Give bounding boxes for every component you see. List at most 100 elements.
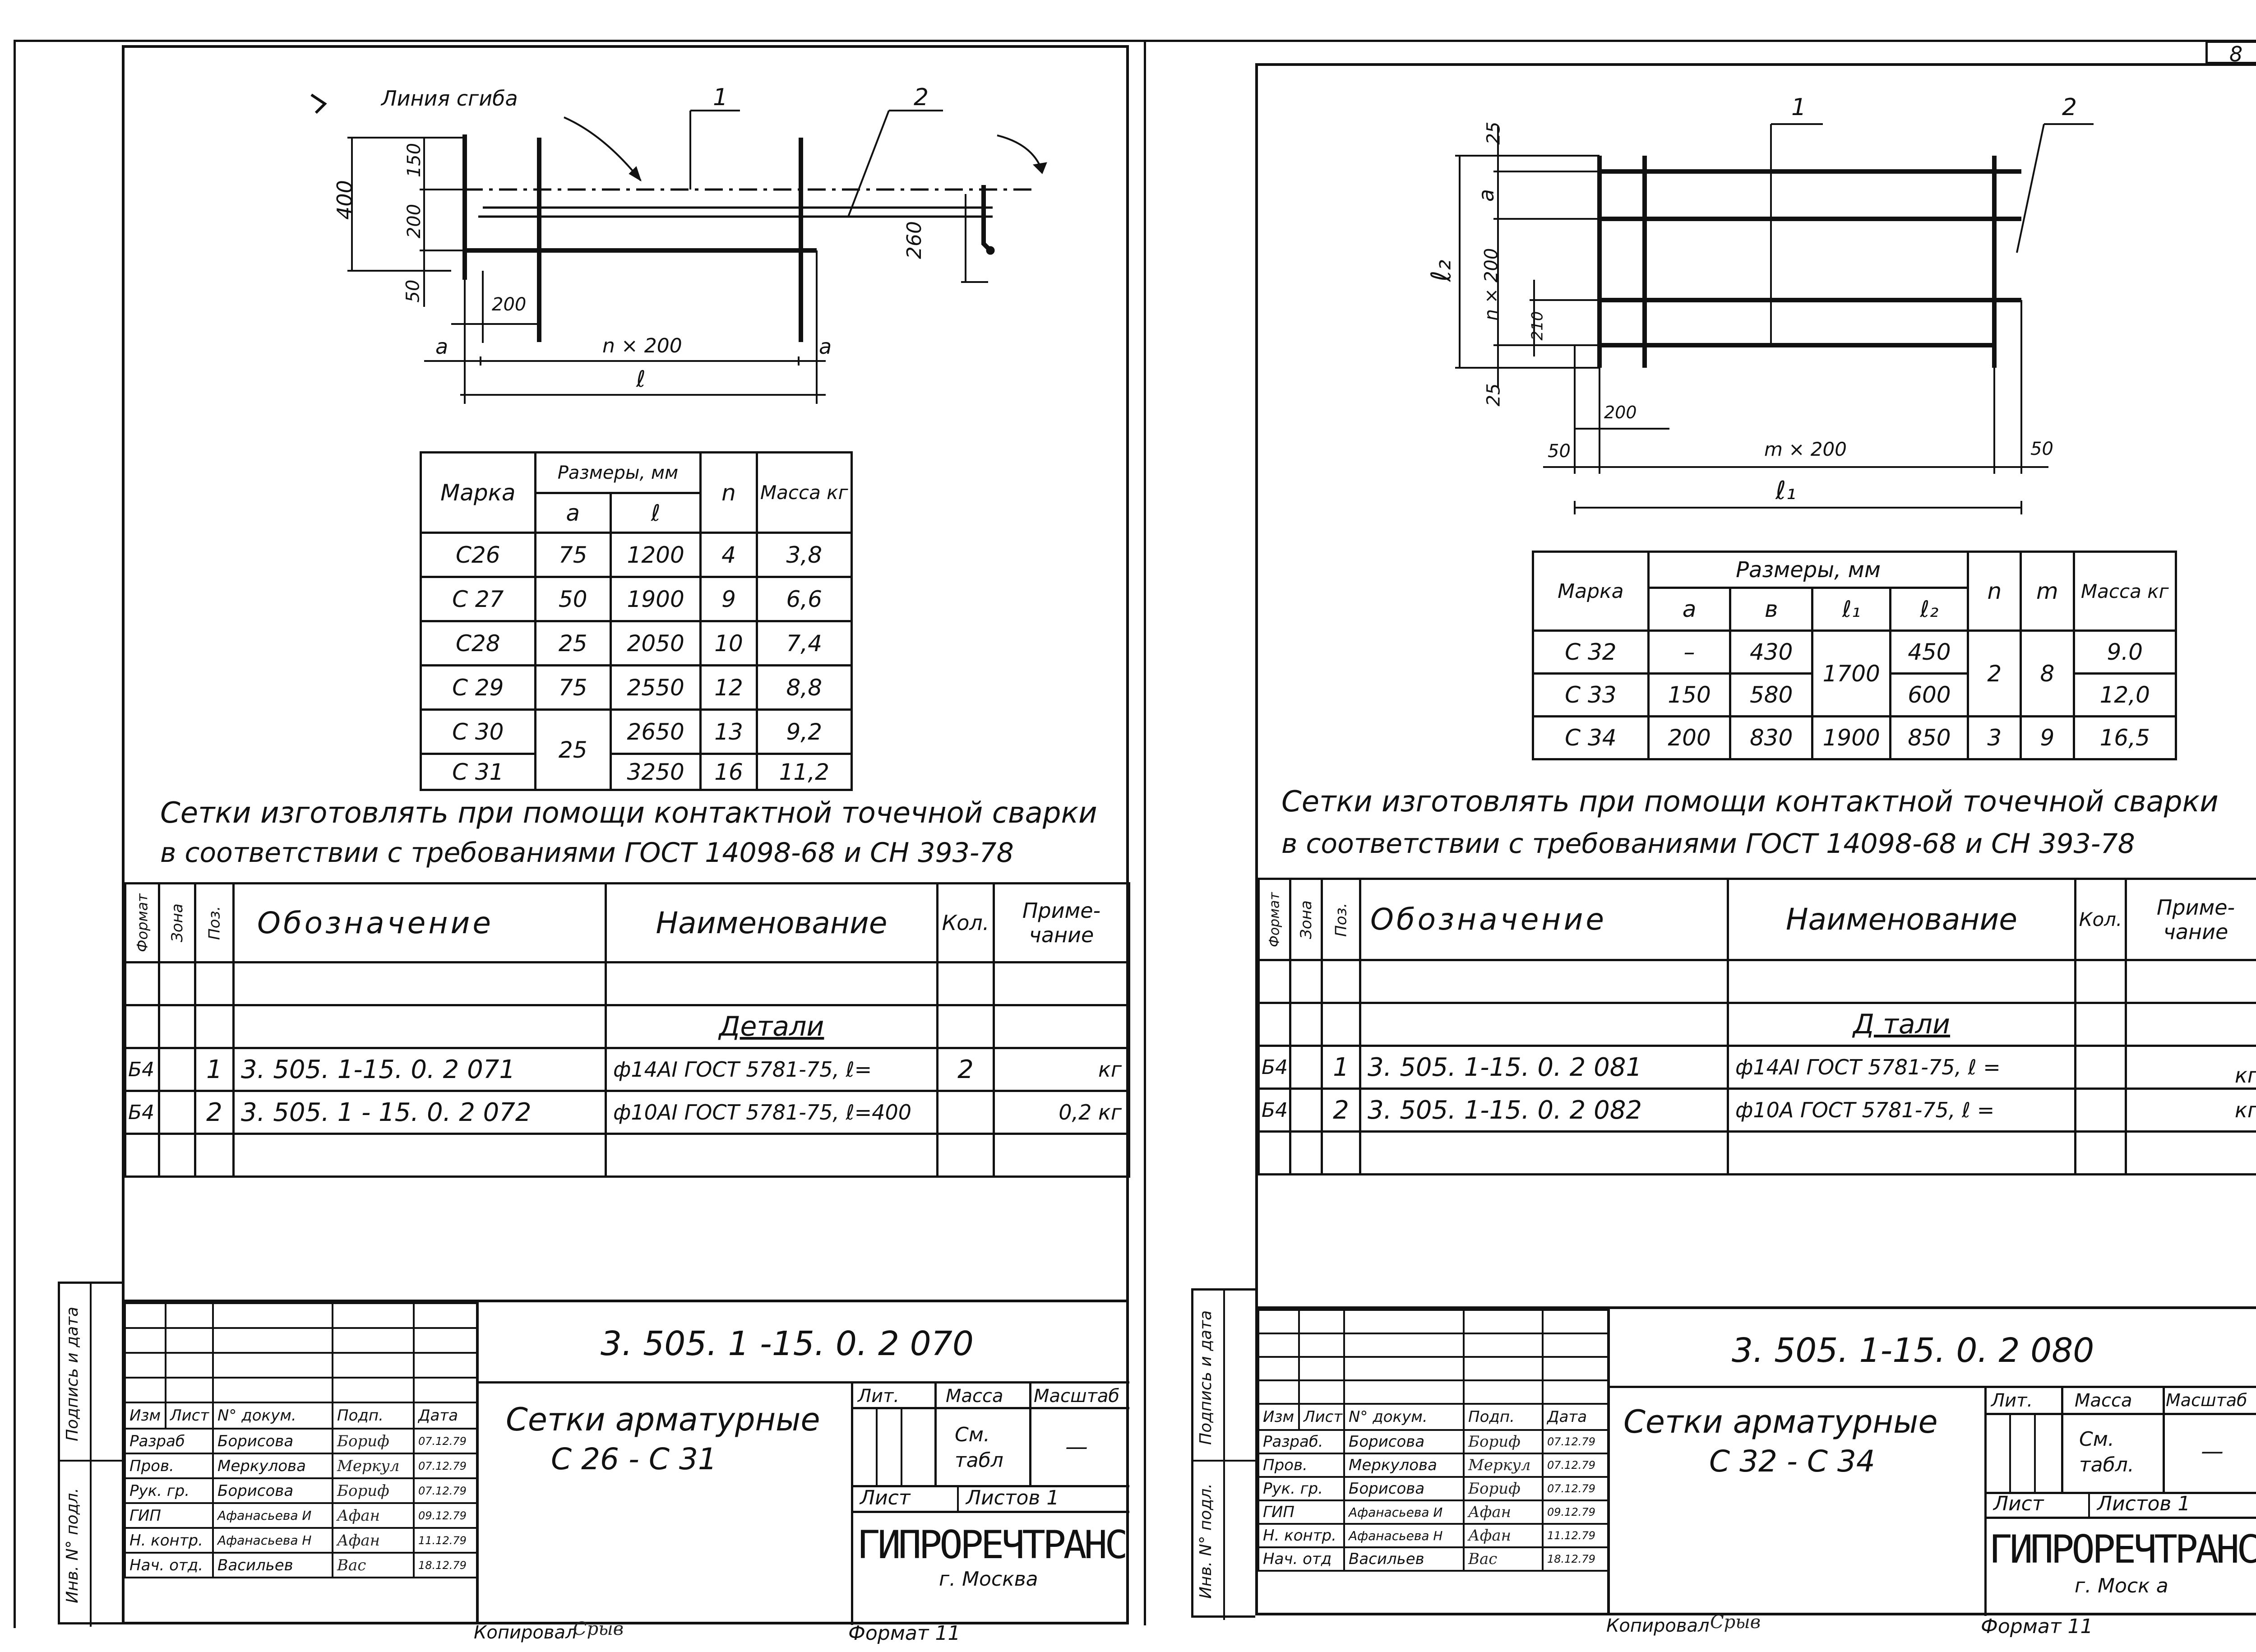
right-dim-25-bot: 25	[1483, 383, 1504, 407]
left-dim-l: ℓ	[636, 366, 646, 392]
left-table-h-a: a	[566, 500, 580, 526]
right-dim-l2: ℓ₂	[1425, 259, 1457, 282]
right-table-h-dims: Размеры, мм	[1736, 557, 1881, 583]
right-side-bottom-label: Инв. N° подл.	[1197, 1483, 1215, 1599]
left-stamp-scale-value: —	[1065, 1434, 1088, 1460]
right-stamp-h-date: Дата	[1542, 1403, 1609, 1431]
left-stamp-h-date: Дата	[413, 1402, 478, 1430]
left-side-top-label: Подпись и дата	[63, 1306, 82, 1442]
left-note-line1: Сетки изготовлять при помощи контактной …	[160, 796, 1097, 830]
left-stamp-sheets: Листов 1	[966, 1486, 1059, 1509]
right-spec-h-designation: Обозначение	[1370, 902, 1607, 937]
left-stamp-top-line	[124, 1300, 1127, 1302]
left-mesh-drawing	[310, 93, 1047, 404]
left-stamp-h-doc: N° докум.	[212, 1402, 333, 1430]
left-copied-sign: Срыв	[573, 1619, 624, 1639]
right-table-h-n: n	[1987, 578, 2002, 604]
right-stamp-h-doc: N° докум.	[1343, 1403, 1465, 1431]
left-sheet-edge	[14, 40, 16, 1628]
left-sheet-frame	[122, 45, 1129, 1624]
left-copied-label: Копировал	[474, 1622, 577, 1643]
right-copied-label: Копировал	[1606, 1615, 1710, 1636]
right-stamp-h-sign: Подп.	[1463, 1403, 1544, 1431]
right-stamp-title-1: Сетки арматурные	[1623, 1403, 1938, 1440]
right-stamp-h-izm: Изм	[1257, 1403, 1300, 1431]
right-stamp-org: ГИПРОРЕЧТРАНС	[1989, 1527, 2256, 1572]
right-table-h-l2: ℓ₂	[1920, 596, 1939, 622]
right-stamp-main: 3. 505. 1-15. 0. 2 080 Сетки арматурные …	[1607, 1309, 2256, 1616]
left-spec-h-name: Наименование	[656, 905, 888, 940]
right-side-strip: Подпись и дата Инв. N° подл.	[1191, 1288, 1257, 1620]
left-spec-h-note: Приме-чание	[1022, 898, 1101, 947]
right-stamp-sheet: Лист	[1993, 1492, 2044, 1515]
left-stamp-scale: Масштаб	[1034, 1386, 1120, 1407]
left-spec-table: Формат Зона Поз. Обозначение Наименовани…	[124, 882, 1130, 1178]
left-stamp-main: 3. 505. 1 -15. 0. 2 070 Сетки арматурные…	[476, 1302, 1129, 1625]
right-stamp-city: г. Моск а	[2075, 1574, 2168, 1597]
right-stamp-grid: Изм Лист N° докум. Подп. Дата Разраб.Бор…	[1257, 1309, 1609, 1572]
right-spec-h-note: Приме-чание	[2156, 895, 2235, 944]
right-dim-l1: ℓ₁	[1775, 476, 1796, 505]
right-table-h-m: m	[2036, 578, 2058, 604]
left-spec-h-pos: Поз.	[205, 906, 223, 940]
right-format-label: Формат 11	[1981, 1615, 2093, 1638]
left-format-label: Формат 11	[848, 1622, 961, 1645]
left-spec-h-qty: Кол.	[942, 911, 989, 935]
left-side-bottom-label: Инв. N° подл.	[63, 1488, 82, 1603]
left-dim-a-left: a	[435, 334, 448, 359]
left-table-h-mass: Масса кг	[760, 481, 848, 504]
right-dim-m200: m × 200	[1764, 438, 1847, 460]
right-table-h-mark: Марка	[1558, 579, 1624, 603]
left-callout-1: 1	[713, 84, 728, 111]
right-spec-h-name: Наименование	[1786, 902, 2017, 937]
right-spec-table: Формат Зона Поз. Обозначение Наименовани…	[1257, 878, 2256, 1175]
left-stamp-h-izm: Изм	[124, 1402, 166, 1430]
right-stamp-doc-code: 3. 505. 1-15. 0. 2 080	[1732, 1331, 2094, 1370]
center-fold-line	[1144, 42, 1146, 1625]
right-dim-50-left: 50	[1548, 441, 1571, 462]
right-stamp-top-line	[1257, 1306, 2256, 1309]
left-stamp-lit: Лит.	[858, 1386, 900, 1407]
left-stamp-mass-value: См. табл	[955, 1423, 1003, 1472]
left-dim-a-right: a	[819, 334, 832, 359]
right-mesh-drawing	[1455, 123, 2094, 514]
right-dim-a: a	[1474, 189, 1499, 202]
right-stamp-mass: Масса	[2075, 1390, 2132, 1411]
sheet-number: 8	[2229, 42, 2243, 66]
right-note-line2: в соответствии с требованиями ГОСТ 14098…	[1281, 828, 2135, 860]
right-sheet-frame	[1255, 63, 2256, 1615]
left-dim-n200: n × 200	[602, 334, 682, 357]
right-dim-210: 210	[1528, 311, 1547, 341]
left-stamp-doc-code: 3. 505. 1 -15. 0. 2 070	[601, 1324, 974, 1363]
right-stamp-scale: Масштаб	[2166, 1390, 2247, 1410]
left-table-h-mark: Марка	[440, 479, 516, 506]
left-callout-2: 2	[914, 84, 929, 111]
right-table-h-b: в	[1764, 596, 1778, 622]
left-stamp-sheet: Лист	[860, 1486, 911, 1509]
right-side-top-label: Подпись и дата	[1197, 1310, 1215, 1445]
right-stamp-h-list: Лист	[1298, 1403, 1345, 1431]
right-spec-h-zone: Зона	[1297, 900, 1315, 939]
